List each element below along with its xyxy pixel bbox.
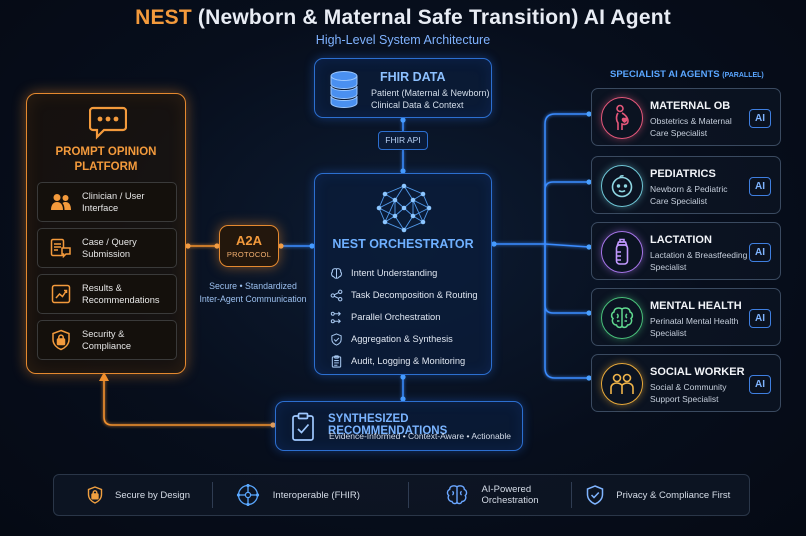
fhir-description: Patient (Maternal & Newborn) Clinical Da… — [371, 88, 490, 110]
chat-bubble-icon — [88, 106, 128, 145]
neural-network-icon — [373, 182, 435, 239]
a2a-protocol-badge[interactable]: A2A PROTOCOL — [219, 225, 279, 267]
shield-check-icon — [586, 485, 604, 505]
list-item: Task Decomposition & Routing — [329, 284, 478, 306]
brain-icon — [601, 297, 643, 339]
shield-lock-icon — [48, 329, 74, 351]
platform-title: PROMPT OPINION PLATFORM — [55, 146, 157, 173]
pregnant-icon — [601, 97, 643, 139]
clipboard-icon — [329, 354, 343, 368]
list-item: Aggregation & Synthesis — [329, 328, 478, 350]
share-icon — [329, 288, 343, 302]
page-subtitle: High-Level System Architecture — [315, 33, 491, 47]
list-item: Parallel Orchestration — [329, 306, 478, 328]
bottle-icon — [601, 231, 643, 273]
ai-badge: AI — [749, 243, 771, 262]
fhir-api-label: FHIR API — [378, 131, 428, 150]
prompt-opinion-platform-card[interactable]: PROMPT OPINION PLATFORM Clinician / User… — [26, 93, 186, 374]
platform-item-results-recommendations[interactable]: Results &Recommendations — [37, 274, 177, 314]
baby-icon — [601, 165, 643, 207]
lock-icon — [87, 486, 103, 504]
fhir-title: FHIR DATA — [380, 70, 446, 84]
footer-item-interoperable: Interoperable (FHIR) — [213, 475, 409, 515]
ai-badge: AI — [749, 309, 771, 328]
footer-features-bar: Secure by Design Interoperable (FHIR) AI… — [53, 474, 750, 516]
ai-badge: AI — [749, 109, 771, 128]
nest-orchestrator-card[interactable]: NEST ORCHESTRATOR Intent Understanding T… — [314, 173, 492, 375]
orchestrator-capabilities: Intent Understanding Task Decomposition … — [329, 262, 478, 372]
footer-item-ai-orchestration: AI-Powered Orchestration — [409, 475, 571, 515]
document-chat-icon — [48, 238, 74, 258]
page-title: NEST (Newborn & Maternal Safe Transition… — [135, 6, 671, 29]
platform-item-security-compliance[interactable]: Security &Compliance — [37, 320, 177, 360]
brain-icon — [329, 266, 343, 280]
ai-badge: AI — [749, 375, 771, 394]
specialists-header: SPECIALIST AI AGENTS (PARALLEL) — [610, 69, 764, 80]
footer-item-secure: Secure by Design — [54, 475, 212, 515]
brain-icon — [445, 484, 469, 506]
parallel-icon — [329, 310, 343, 324]
a2a-description: Secure • Standardized Inter-Agent Commun… — [199, 281, 307, 304]
network-icon — [235, 484, 261, 506]
fhir-data-card[interactable]: FHIR DATA Patient (Maternal & Newborn) C… — [314, 58, 492, 118]
chart-icon — [48, 284, 74, 304]
shield-check-icon — [329, 332, 343, 346]
ai-badge: AI — [749, 177, 771, 196]
list-item: Intent Understanding — [329, 262, 478, 284]
synthesized-recommendations-card[interactable]: SYNTHESIZED RECOMMENDATIONS Evidence-Inf… — [275, 401, 523, 451]
orchestrator-title: NEST ORCHESTRATOR — [332, 237, 474, 251]
database-icon — [329, 70, 359, 113]
users-icon — [48, 193, 74, 211]
list-item: Audit, Logging & Monitoring — [329, 350, 478, 372]
footer-item-privacy: Privacy & Compliance First — [572, 475, 749, 515]
clipboard-check-icon — [291, 412, 315, 447]
people-icon — [601, 363, 643, 405]
